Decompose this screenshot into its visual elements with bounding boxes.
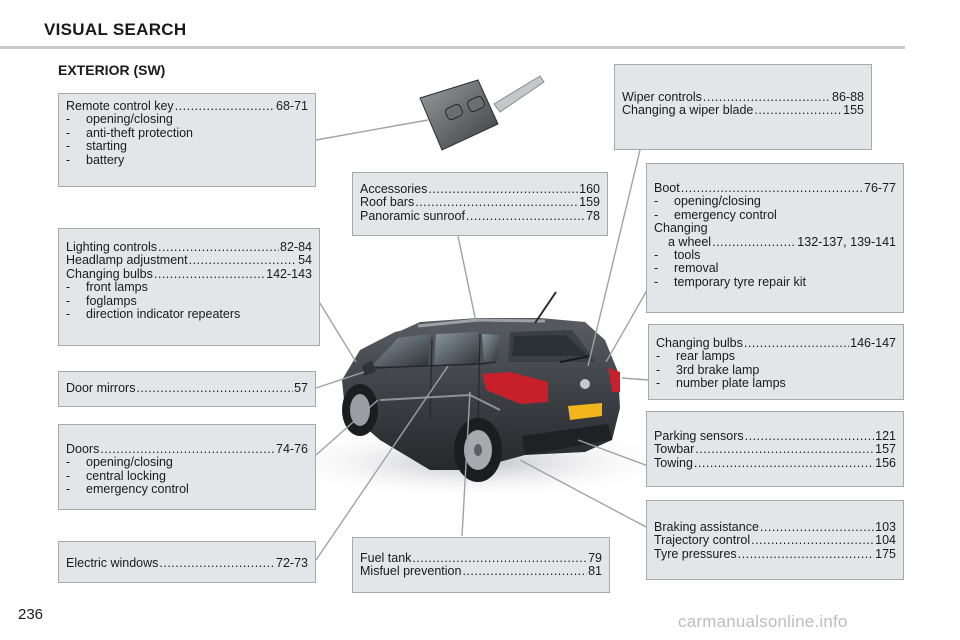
wiper-controls-box: Wiper controls 86-88 Changing a wiper bla… — [614, 64, 872, 150]
entry-label: Braking assistance — [654, 520, 759, 534]
sub-item: front lamps — [86, 280, 148, 295]
entry-label: Headlamp adjustment — [66, 253, 188, 268]
entry-page: 121 — [875, 429, 896, 443]
entry-label: Doors — [66, 442, 100, 456]
entry-label: Trajectory control — [654, 533, 751, 548]
boot-changing-label: Changing — [654, 221, 708, 236]
entry-page: 132-137, 139-141 — [797, 234, 896, 249]
sub-item: tools — [674, 248, 701, 263]
entry-page: 76-77 — [864, 181, 896, 195]
lighting-controls-box: Lighting controls 82-84 Headlamp adjustme… — [58, 228, 320, 346]
entry-page: 146-147 — [850, 336, 896, 350]
sub-item: removal — [674, 261, 719, 276]
sub-item: starting — [86, 139, 127, 154]
entry-label: Misfuel prevention — [360, 564, 462, 579]
entry-page: 160 — [579, 182, 600, 196]
boot-box: Boot76-77 -opening/closing -emergency co… — [646, 163, 904, 313]
header-rule — [0, 46, 905, 49]
watermark: carmanualsonline.info — [678, 612, 848, 631]
entry-label: Towing — [654, 455, 693, 470]
entry-label: Boot — [654, 181, 680, 195]
entry-page: 54 — [298, 253, 312, 268]
entry-page: 104 — [875, 533, 896, 548]
entry-label: Lighting controls — [66, 240, 158, 254]
accessories-box: Accessories 160 Roof bars 159 Panoramic su… — [352, 172, 608, 236]
entry-page: 86-88 — [832, 90, 864, 104]
sub-item: opening/closing — [86, 112, 173, 127]
sub-item: opening/closing — [86, 455, 173, 470]
entry-page: 57 — [294, 381, 308, 395]
page-number: 236 — [18, 606, 44, 623]
entry-label: Changing a wiper blade — [622, 103, 754, 118]
entry-label: Towbar — [654, 442, 695, 457]
sub-item: battery — [86, 152, 125, 167]
sub-item: foglamps — [86, 293, 137, 308]
sub-item: anti-theft protection — [86, 125, 194, 140]
section-title: EXTERIOR (SW) — [58, 62, 166, 78]
sub-item: temporary tyre repair kit — [674, 274, 806, 289]
braking-assistance-box: Braking assistance 103 Trajectory control… — [646, 500, 904, 580]
entry-page: 81 — [588, 564, 602, 579]
entry-label: Accessories — [360, 182, 428, 196]
entry-label: Changing bulbs — [66, 266, 153, 281]
doors-box: Doors74-76 -opening/closing -central loc… — [58, 424, 316, 510]
entry-page: 74-76 — [276, 442, 308, 456]
sub-item: emergency control — [674, 207, 777, 222]
entry-page: 68-71 — [276, 99, 308, 113]
entry-page: 78 — [586, 208, 600, 223]
electric-windows-box: Electric windows 72-73 — [58, 541, 316, 583]
entry-label: Parking sensors — [654, 429, 744, 443]
entry-label: Electric windows — [66, 556, 159, 570]
sub-item: emergency control — [86, 482, 189, 497]
fuel-tank-box: Fuel tank 79 Misfuel prevention 81 — [352, 537, 610, 593]
sub-item: direction indicator repeaters — [86, 307, 241, 322]
sub-item: opening/closing — [674, 194, 761, 209]
entry-page: 159 — [579, 195, 600, 210]
entry-label: Wiper controls — [622, 90, 702, 104]
rear-bulbs-box: Changing bulbs146-147 -rear lamps -3rd b… — [648, 324, 904, 400]
entry-label: Fuel tank — [360, 551, 412, 565]
entry-label: Door mirrors — [66, 381, 136, 395]
entry-label: a wheel — [668, 234, 712, 249]
entry-page: 103 — [875, 520, 896, 534]
header-title: VISUAL SEARCH — [44, 20, 187, 39]
entry-label: Tyre pressures — [654, 546, 737, 561]
entry-page: 72-73 — [276, 556, 308, 570]
entry-page: 155 — [843, 103, 864, 118]
entry-page: 79 — [588, 551, 602, 565]
entry-page: 157 — [875, 442, 896, 457]
remote-control-key-box: Remote control key68-71 -opening/closing… — [58, 93, 316, 187]
entry-page: 142-143 — [266, 266, 312, 281]
parking-sensors-box: Parking sensors 121 Towbar 157 Towing 156 — [646, 411, 904, 487]
entry-page: 156 — [875, 455, 896, 470]
sub-item: 3rd brake lamp — [676, 362, 760, 377]
entry-page: 82-84 — [280, 240, 312, 254]
sub-item: central locking — [86, 468, 166, 483]
door-mirrors-box: Door mirrors 57 — [58, 371, 316, 407]
sub-item: number plate lamps — [676, 376, 786, 391]
sub-item: rear lamps — [676, 349, 736, 364]
entry-label: Remote control key — [66, 99, 174, 113]
entry-label: Roof bars — [360, 195, 415, 210]
entry-label: Changing bulbs — [656, 336, 743, 350]
entry-label: Panoramic sunroof — [360, 208, 465, 223]
entry-page: 175 — [875, 546, 896, 561]
remote-key-icon — [419, 75, 545, 151]
